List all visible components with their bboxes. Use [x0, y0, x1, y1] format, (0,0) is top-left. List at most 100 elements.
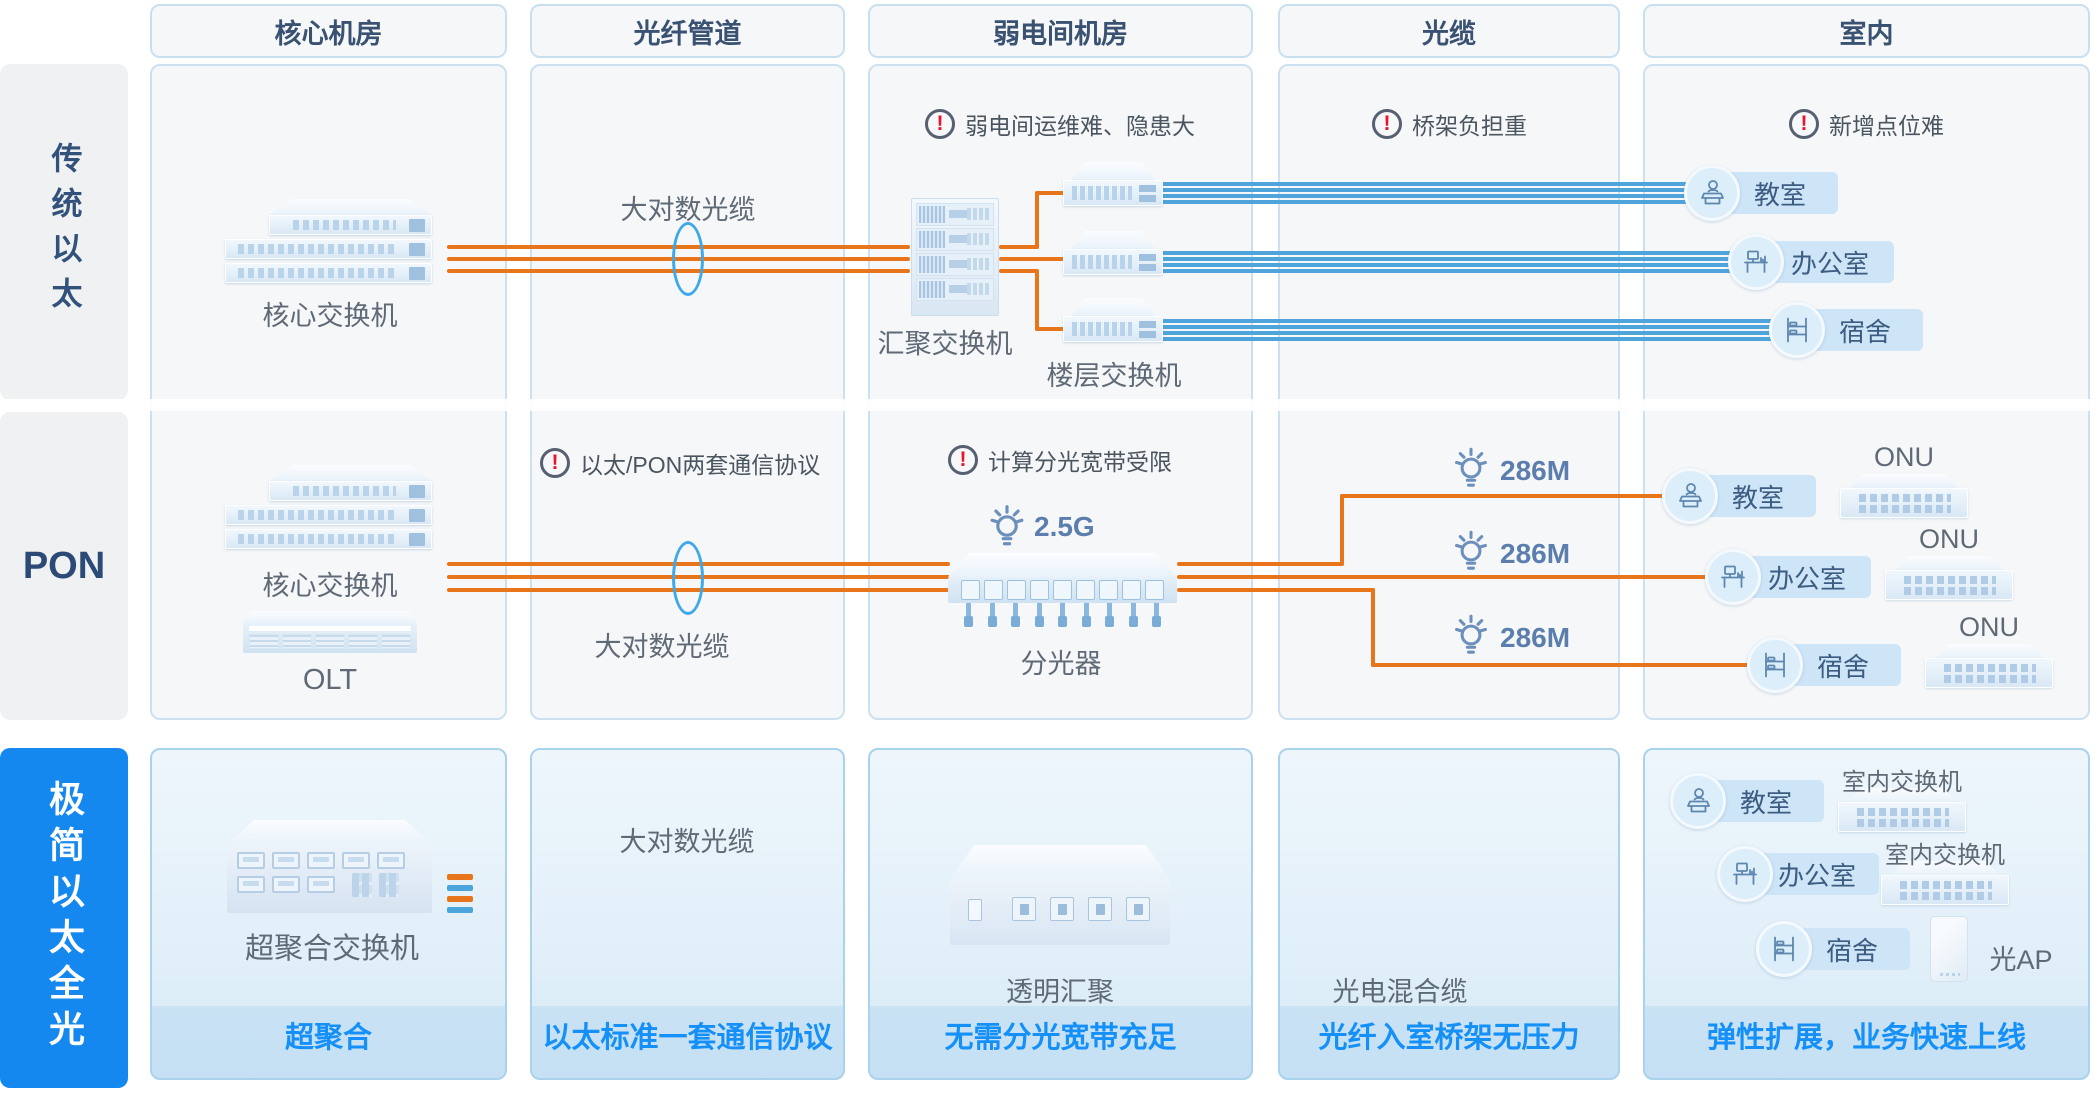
splitter-device	[948, 553, 1177, 629]
benefit-strip	[870, 1006, 1251, 1078]
fiber-branch	[1177, 588, 1375, 592]
port	[377, 852, 405, 869]
room-chip: 教室	[1700, 475, 1816, 517]
port	[307, 852, 335, 869]
optical-ap-device	[1930, 916, 1968, 982]
splitter-pigtails	[948, 603, 1177, 627]
device-roof	[269, 199, 432, 215]
column-header-weak-room: 弱电间机房	[868, 4, 1253, 58]
onu-label: ONU	[1874, 442, 1934, 472]
ports	[238, 510, 399, 520]
vent	[919, 231, 945, 248]
hybrid-cable-label: 光电混合缆	[1332, 977, 1468, 1007]
column-header-label: 核心机房	[274, 18, 383, 49]
indoor-switch-label: 室内交换机	[1885, 842, 2005, 869]
splitter-port	[1122, 580, 1141, 600]
bulb-icon	[988, 502, 1026, 555]
slot-ports	[967, 233, 991, 245]
device-body	[950, 879, 1170, 945]
room-chip: 办公室	[1766, 241, 1894, 283]
indoor-switch-label: 室内交换机	[1842, 769, 1962, 796]
rack-slot	[916, 203, 994, 226]
copper-link	[1035, 327, 1065, 331]
port	[1050, 897, 1074, 921]
benefit-one-protocol: 以太标准一套通信协议	[542, 1022, 833, 1054]
cable-label: 大对数光缆	[594, 632, 730, 662]
ports	[1859, 505, 1951, 513]
onu-device	[1925, 644, 2053, 688]
ports	[1072, 322, 1132, 336]
copper-cable-bundle	[1160, 182, 1690, 204]
bulb-icon	[1452, 612, 1490, 663]
indoor-switch-device	[1838, 788, 1966, 832]
ports	[1859, 494, 1951, 502]
row3-card-core-room: 超聚合	[150, 748, 507, 1080]
slot-bar	[949, 285, 971, 293]
room-chip: 办公室	[1743, 556, 1871, 598]
warning-text: 计算分光宽带受限	[988, 449, 1172, 475]
onu-label: ONU	[1959, 612, 2019, 642]
ports	[1857, 808, 1949, 816]
media-stripe-blue	[447, 907, 473, 913]
room-chip: 教室	[1708, 780, 1824, 822]
office-icon-circle	[1705, 549, 1761, 605]
warning-icon: !	[1789, 109, 1819, 139]
column-header-label: 光缆	[1422, 18, 1476, 49]
row3-card-fiber-pipe: 以太标准一套通信协议	[530, 748, 845, 1080]
media-stripe-orange	[447, 874, 473, 880]
device-roof	[1891, 861, 1999, 875]
warning-new-points: ! 新增点位难	[1789, 107, 1944, 141]
port	[1126, 897, 1150, 921]
fiber-branch	[1371, 663, 1749, 667]
warning-text: 弱电间运维难、隐患大	[965, 113, 1195, 139]
ports	[238, 268, 399, 278]
warning-icon: !	[540, 448, 570, 478]
column-header-indoor: 室内	[1643, 4, 2090, 58]
olt-slot	[381, 634, 411, 649]
onu-device	[1885, 556, 2013, 600]
room-chip: 宿舍	[1807, 309, 1923, 351]
ports	[1904, 587, 1996, 595]
pigtail	[1058, 603, 1067, 627]
floor-switch-device	[1063, 298, 1163, 348]
uplink-port	[408, 243, 425, 256]
ports	[1944, 664, 2036, 672]
benefit-strip	[532, 1006, 843, 1078]
aggregation-switch-label: 汇聚交换机	[877, 329, 1013, 359]
floor-switch-device	[1063, 162, 1163, 212]
office-icon	[1740, 246, 1772, 278]
device-body	[243, 623, 417, 653]
slot-ports	[967, 258, 991, 270]
warning-text: 以太/PON两套通信协议	[580, 452, 821, 478]
device-body	[1881, 875, 2009, 905]
branch-speed: 286M	[1500, 455, 1571, 486]
switch-unit	[269, 215, 432, 235]
row-label-text: 传统以太	[46, 142, 82, 322]
column-header-fiber-pipe: 光纤管道	[530, 4, 845, 58]
ports	[292, 220, 396, 230]
bulb-icon	[1452, 528, 1490, 579]
warning-weak-room: ! 弱电间运维难、隐患大	[925, 107, 1195, 141]
port-grid	[379, 873, 399, 897]
olt-slot	[249, 634, 279, 649]
pigtail	[1081, 603, 1091, 627]
pigtail	[1128, 603, 1138, 627]
branch-speed: 286M	[1500, 538, 1571, 569]
fiber-branch	[1177, 575, 1707, 579]
port	[237, 876, 265, 893]
copper-link	[1035, 271, 1039, 331]
column-header-core-room: 核心机房	[150, 4, 507, 58]
small-port	[968, 899, 982, 921]
device-roof	[1850, 474, 1958, 488]
device-body	[1063, 249, 1163, 275]
copper-link	[999, 269, 1039, 273]
bulb-icon	[1452, 445, 1490, 496]
copper-cable-bundle	[1160, 319, 1775, 341]
fiber-branch	[1340, 494, 1344, 566]
classroom-icon-circle	[1684, 165, 1740, 221]
slot-bar	[949, 260, 971, 268]
ports	[1944, 675, 2036, 683]
port	[272, 852, 300, 869]
warning-icon: !	[948, 445, 978, 475]
super-aggregation-switch-device	[227, 820, 432, 913]
